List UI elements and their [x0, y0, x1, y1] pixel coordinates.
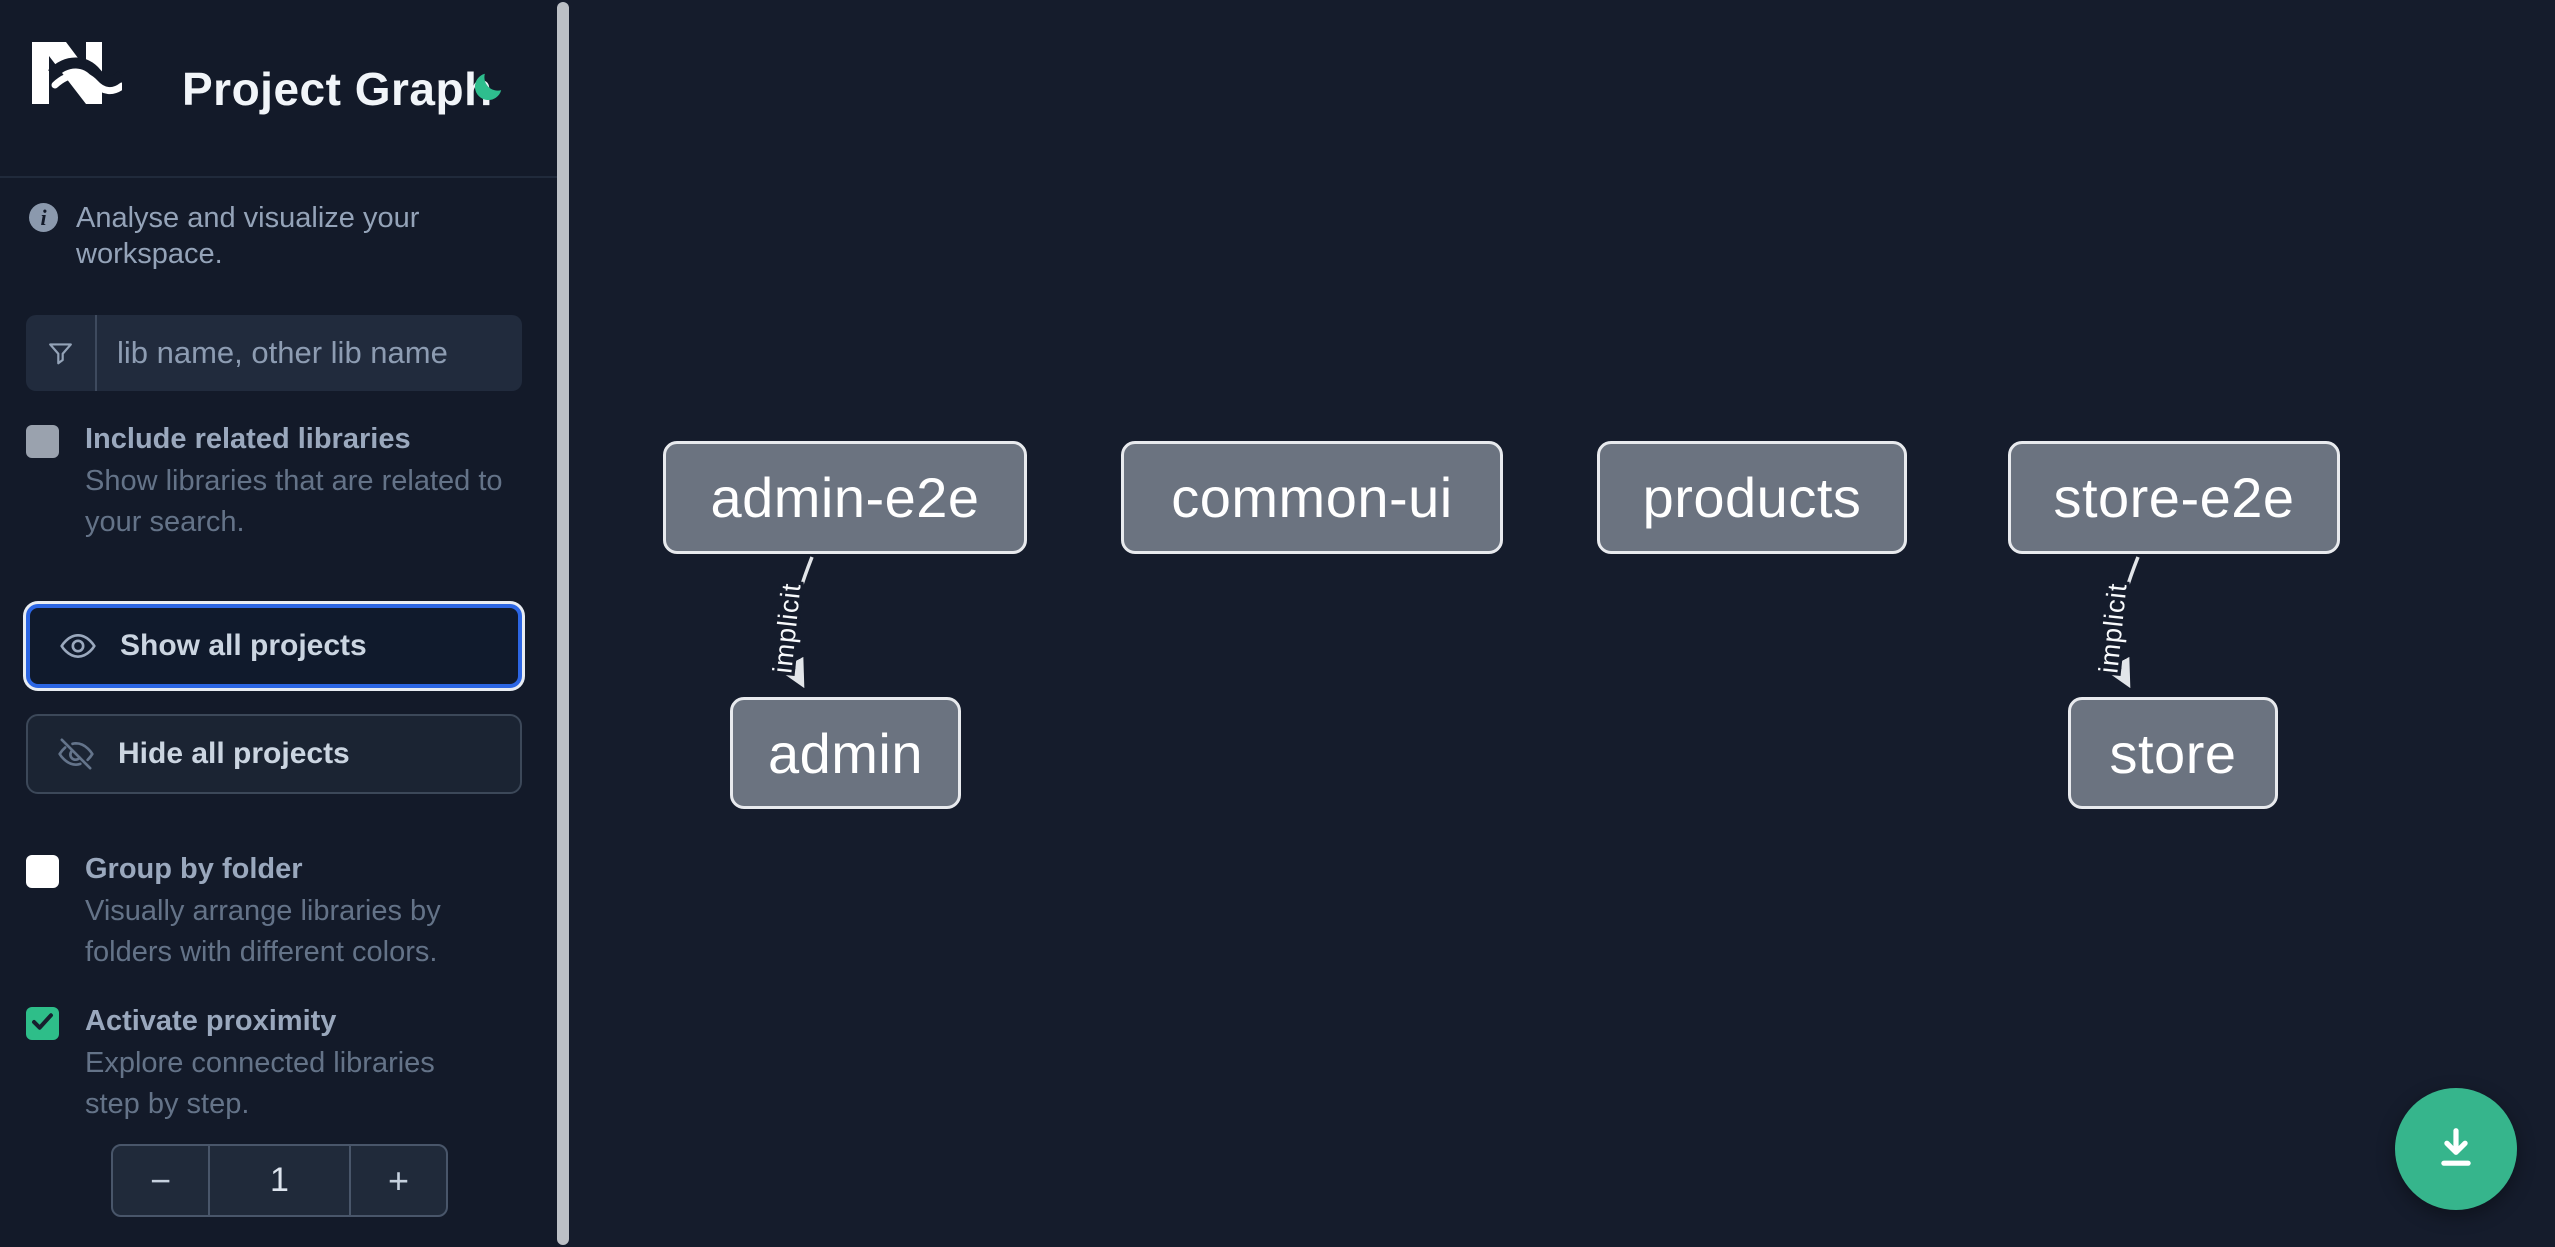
search-input[interactable] — [97, 315, 522, 391]
theme-toggle-button[interactable] — [466, 66, 510, 110]
check-icon — [29, 1008, 56, 1040]
search-input-group — [26, 315, 522, 391]
include-related-description: Show libraries that are related to your … — [85, 465, 503, 538]
node-store-e2e[interactable]: store-e2e — [2008, 441, 2340, 554]
node-store[interactable]: store — [2068, 697, 2278, 809]
header-divider — [0, 176, 557, 178]
proximity-depth-stepper: − 1 + — [111, 1144, 448, 1217]
group-by-folder-checkbox[interactable] — [26, 855, 59, 888]
include-related-checkbox[interactable] — [26, 425, 59, 458]
page-title: Project Graph — [182, 63, 493, 115]
info-icon: i — [29, 203, 58, 232]
increment-button[interactable]: + — [349, 1146, 446, 1215]
workspace-tagline: Analyse and visualize your workspace. — [76, 202, 420, 270]
hide-all-projects-label: Hide all projects — [118, 737, 350, 770]
node-admin[interactable]: admin — [730, 697, 961, 809]
group-by-folder-description: Visually arrange libraries by folders wi… — [85, 895, 441, 968]
graph-canvas[interactable] — [569, 0, 2555, 1247]
eye-icon — [58, 626, 98, 666]
group-by-folder-label: Group by folder — [85, 853, 303, 885]
include-related-label: Include related libraries — [85, 423, 411, 455]
moon-icon — [470, 73, 506, 108]
show-all-projects-button[interactable]: Show all projects — [26, 604, 522, 688]
workspace-tagline-row: i Analyse and visualize your workspace. — [29, 200, 529, 272]
download-button[interactable] — [2395, 1088, 2517, 1210]
nx-logo — [28, 40, 127, 111]
show-all-projects-label: Show all projects — [120, 629, 367, 662]
sidebar-scrollbar[interactable] — [557, 2, 569, 1245]
hide-all-projects-button[interactable]: Hide all projects — [26, 714, 522, 794]
node-products[interactable]: products — [1597, 441, 1907, 554]
edge-admin-e2e-to-admin[interactable] — [778, 556, 814, 689]
activate-proximity-description: Explore connected libraries step by step… — [85, 1047, 435, 1120]
activate-proximity-checkbox[interactable] — [26, 1007, 59, 1040]
sidebar: Project Graph i Analyse and visualize yo… — [0, 0, 557, 1247]
edge-store-e2e-to-store[interactable] — [2104, 556, 2140, 689]
activate-proximity-label: Activate proximity — [85, 1005, 337, 1037]
node-admin-e2e[interactable]: admin-e2e — [663, 441, 1027, 554]
node-common-ui[interactable]: common-ui — [1121, 441, 1503, 554]
proximity-depth-value: 1 — [270, 1161, 289, 1199]
download-icon — [2430, 1122, 2482, 1177]
filter-icon — [26, 315, 97, 391]
eye-off-icon — [56, 734, 96, 774]
decrement-button[interactable]: − — [113, 1146, 210, 1215]
